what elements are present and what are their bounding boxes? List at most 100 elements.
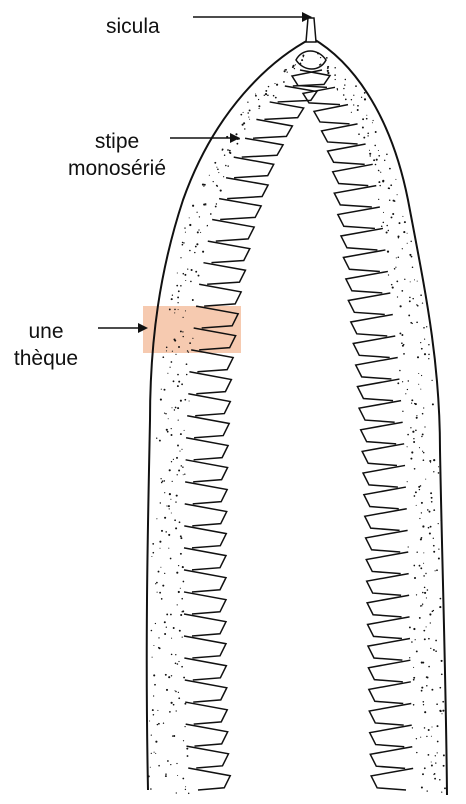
stipple-dot <box>167 373 168 374</box>
stipple-dot <box>177 374 179 376</box>
stipple-dot <box>407 434 409 436</box>
stipple-dot <box>395 267 396 268</box>
stipple-dot <box>433 459 435 461</box>
stipple-dot <box>177 302 178 303</box>
stipple-dot <box>427 790 428 791</box>
stipple-dot <box>395 179 396 180</box>
stipple-dot <box>181 465 183 467</box>
stipple-dot <box>410 458 412 460</box>
stipple-dot <box>441 791 442 792</box>
stipple-dot <box>225 165 227 167</box>
stipple-dot <box>412 266 414 268</box>
theca-outline <box>185 482 227 504</box>
stipple-dot <box>416 321 418 323</box>
stipple-dot <box>276 84 278 86</box>
stipple-dot <box>431 736 432 737</box>
stipple-dot <box>388 188 390 190</box>
stipple-dot <box>343 94 345 96</box>
stipple-dot <box>414 577 416 579</box>
stipple-dot <box>183 273 185 275</box>
stipple-dot <box>169 508 170 509</box>
stipple-dot <box>227 165 228 166</box>
stipple-dot <box>410 281 411 282</box>
stipple-dot <box>428 729 430 731</box>
stipple-dot <box>441 713 442 714</box>
stipple-dot <box>195 246 197 248</box>
stipple-dot <box>393 200 395 202</box>
stipple-dot <box>158 637 159 638</box>
stipple-dot <box>424 638 426 640</box>
stipple-dot <box>409 626 411 628</box>
stipple-dot <box>422 451 423 452</box>
stipple-dot <box>441 660 443 662</box>
stipple-dot <box>196 212 197 213</box>
stipple-dot <box>169 493 171 495</box>
stipple-dot <box>170 614 172 616</box>
theca-outline <box>188 394 230 416</box>
stipple-dot <box>173 627 175 629</box>
stipple-dot <box>188 351 189 352</box>
theca-outline <box>212 220 254 242</box>
stipple-dot <box>249 109 251 111</box>
stipple-dot <box>379 185 380 186</box>
stipple-dot <box>422 433 424 435</box>
stipple-dot <box>326 57 328 59</box>
stipple-dot <box>177 604 178 605</box>
stipple-dot <box>428 666 430 668</box>
stipple-dot <box>416 650 418 652</box>
stipple-dot <box>159 548 160 549</box>
stipple-dot <box>148 775 150 777</box>
stipple-dot <box>423 327 425 329</box>
stipple-dot <box>407 481 408 482</box>
stipple-dot <box>366 118 368 120</box>
stipple-dot <box>388 274 389 275</box>
stipple-dot <box>369 155 370 156</box>
stipple-dot <box>416 417 418 419</box>
stipple-dot <box>334 74 336 76</box>
stipple-dot <box>399 222 401 224</box>
stipple-dot <box>214 162 216 164</box>
theca-outline <box>333 164 373 185</box>
stipple-dot <box>433 471 434 472</box>
stipple-dot <box>421 502 423 504</box>
stipple-dot <box>424 353 426 355</box>
stipple-dot <box>431 497 433 499</box>
stipple-dot <box>378 170 379 171</box>
stipple-dot <box>351 112 352 113</box>
stipple-dot <box>171 654 173 656</box>
stipple-dot <box>175 654 176 655</box>
stipple-dot <box>177 385 179 387</box>
stipple-dot <box>362 118 364 120</box>
stipple-dot <box>402 381 403 382</box>
stipple-dot <box>423 575 425 577</box>
stipple-dot <box>397 296 398 297</box>
stipple-dot <box>375 131 377 133</box>
stipple-dot <box>258 99 259 100</box>
stipple-dot <box>223 176 224 177</box>
stipple-dot <box>171 428 172 429</box>
stipple-dot <box>363 137 365 139</box>
stipple-dot <box>438 557 440 559</box>
stipple-dot <box>416 594 417 595</box>
stipple-dot <box>166 350 167 351</box>
stipple-dot <box>169 469 171 471</box>
stipple-dot <box>434 778 436 780</box>
stipple-dot <box>152 552 154 554</box>
stipple-dot <box>169 367 170 368</box>
theca-outline <box>361 422 403 444</box>
stipple-dot <box>433 545 435 547</box>
stipple-dot <box>187 268 188 269</box>
stipple-dot <box>372 122 373 123</box>
stipple-dot <box>149 720 150 721</box>
stipple-dot <box>443 765 445 767</box>
stipple-dot <box>236 143 238 145</box>
stipple-dot <box>443 754 445 756</box>
stipple-dot <box>392 287 394 289</box>
stipple-dot <box>180 285 182 287</box>
stipple-dot <box>420 294 422 296</box>
stipple-dot <box>439 779 441 781</box>
stipple-dot <box>185 232 186 233</box>
stipple-dot <box>411 451 413 453</box>
theca-outline <box>371 768 413 790</box>
stipple-dot <box>180 553 182 555</box>
